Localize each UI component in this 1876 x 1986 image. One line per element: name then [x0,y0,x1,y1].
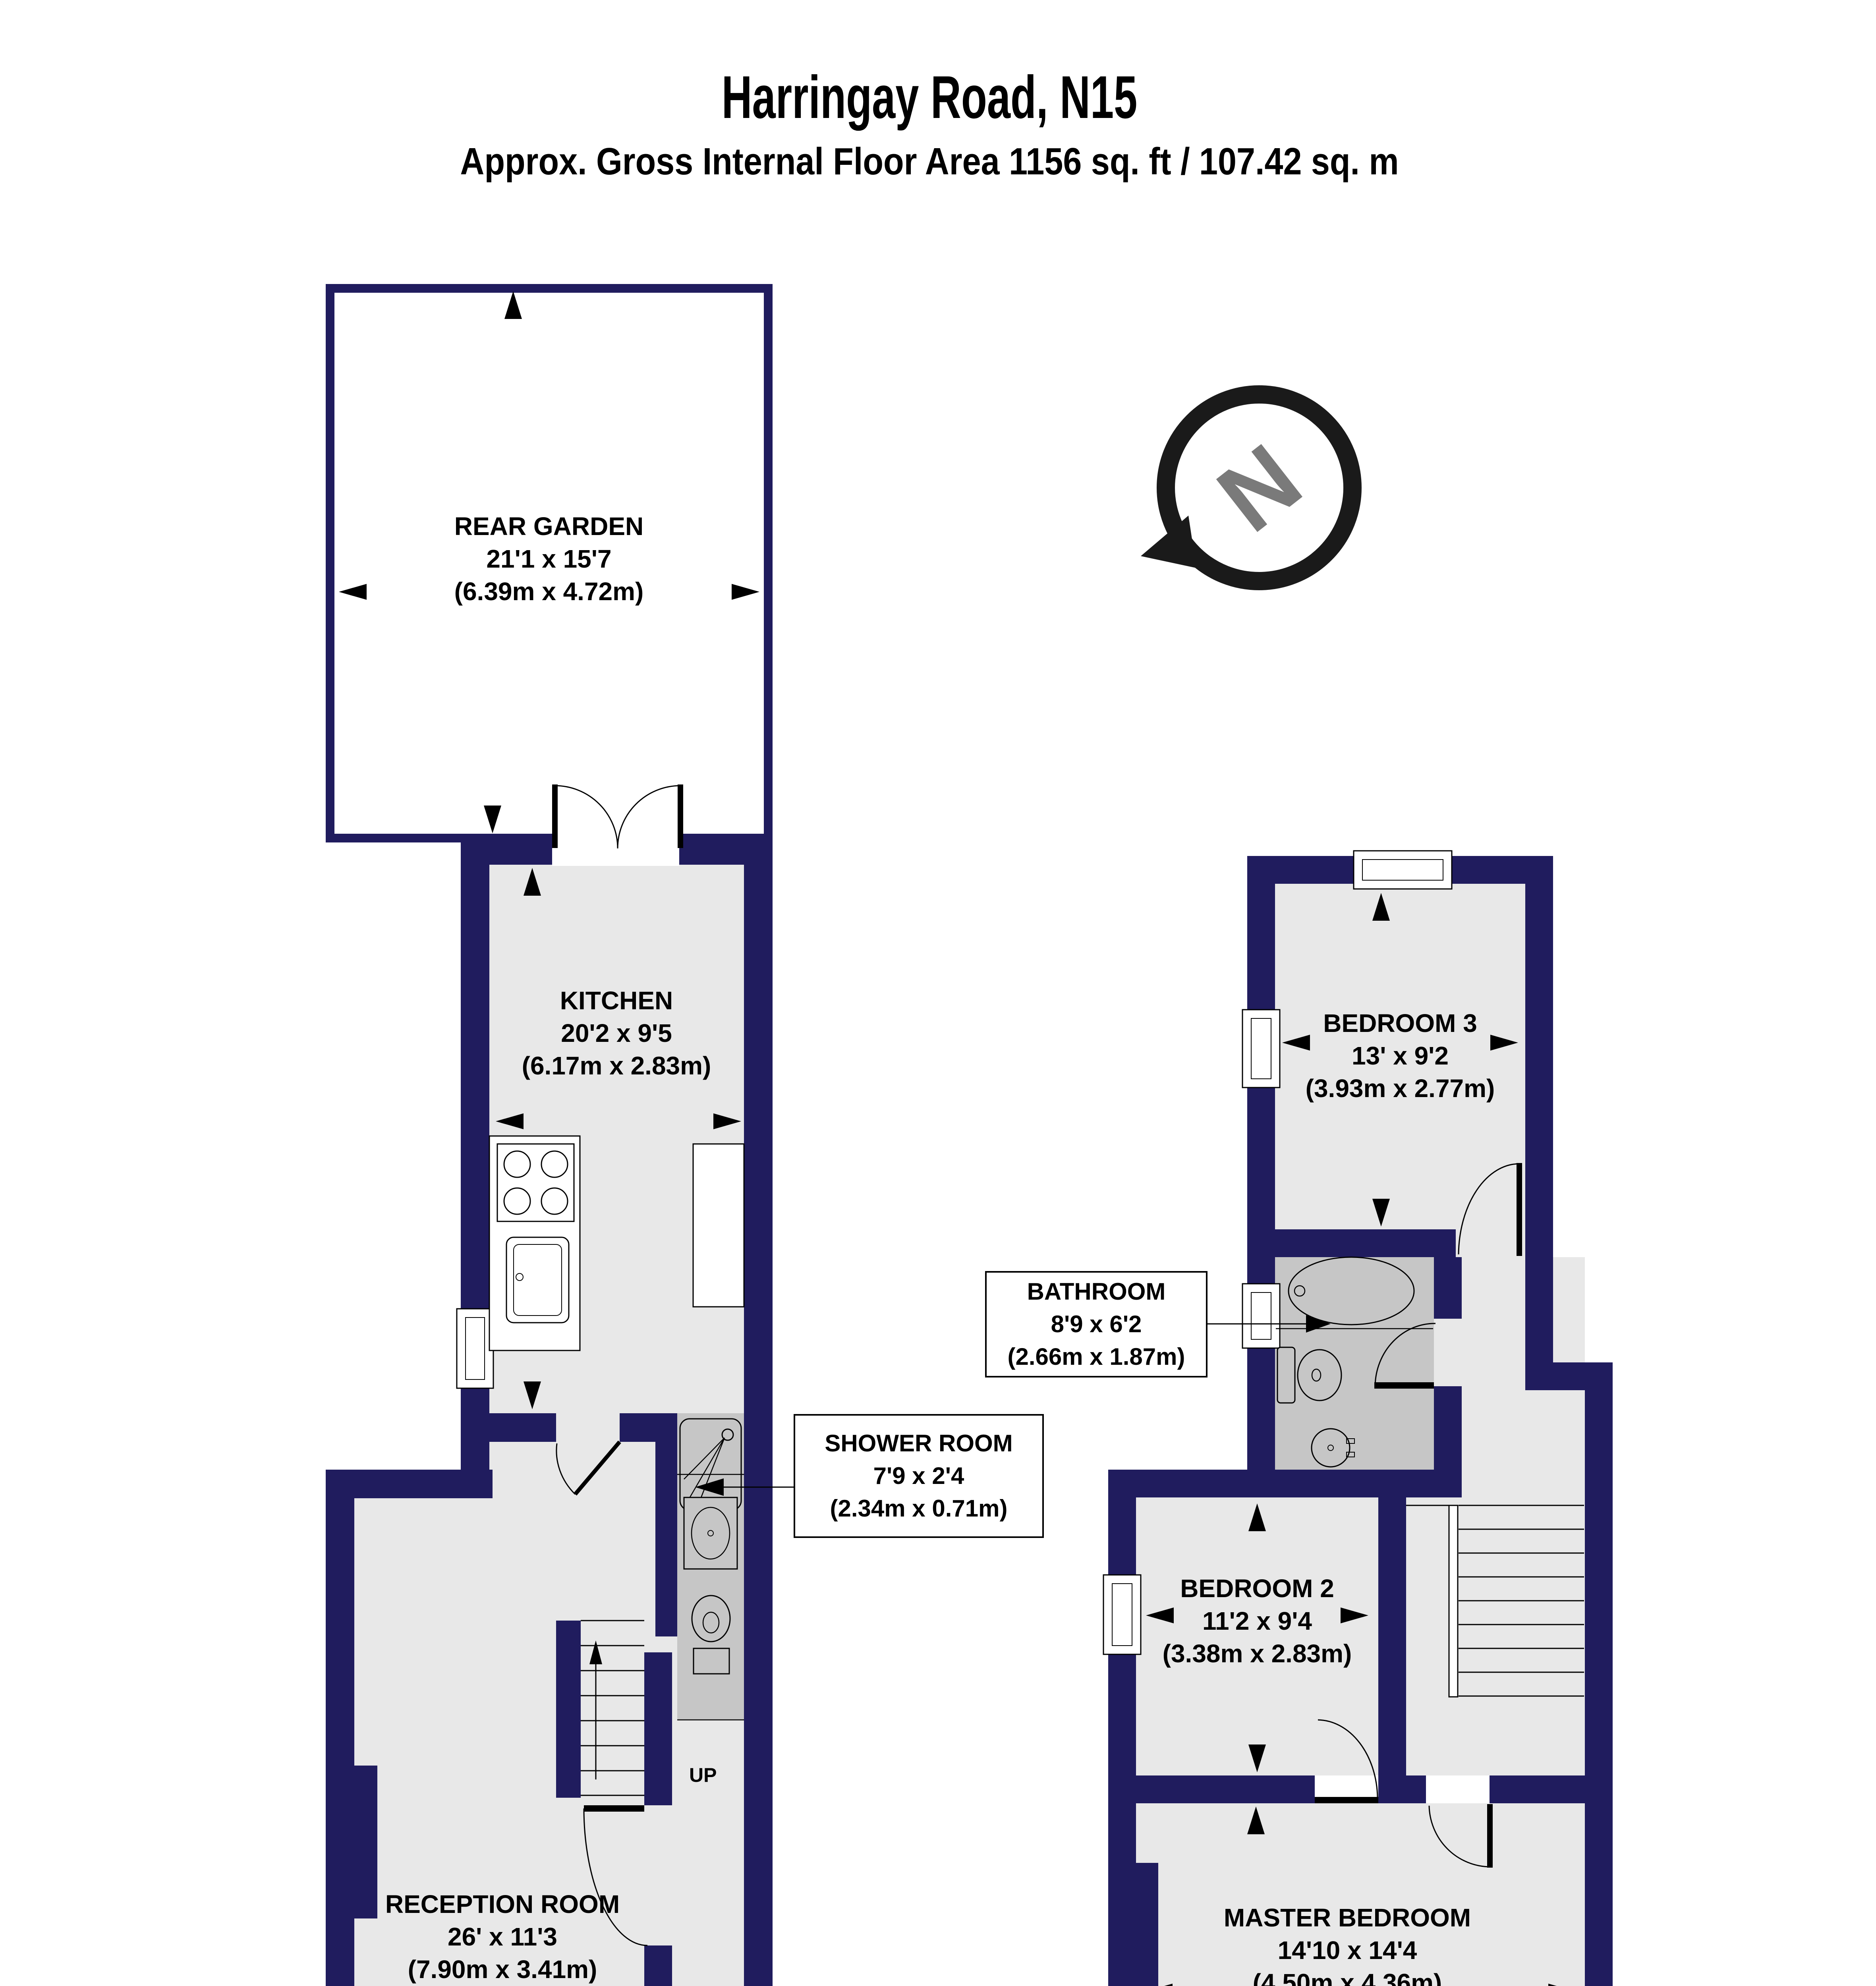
master-door [1428,1804,1493,1868]
room-name: REAR GARDEN [454,512,644,541]
room-dims-ft: 26' x 11'3 [447,1922,558,1951]
bedroom3-label: BEDROOM 3 13' x 9'2 (3.93m x 2.77m) [1306,1007,1495,1105]
stairs-up-label: UP [689,1764,717,1786]
ground-floor-plan [326,284,794,1986]
compass-icon [1141,385,1362,590]
room-dims-m: (4.50m x 4.36m) [1252,1969,1442,1986]
room-dims-m: (3.38m x 2.83m) [1162,1639,1352,1668]
hob-icon [497,1143,575,1222]
kitchen-sink-icon [506,1236,570,1323]
room-dims-m: (3.93m x 2.77m) [1305,1074,1495,1103]
room-dims-ft: 11'2 x 9'4 [1202,1607,1312,1635]
reception-room-label: RECEPTION ROOM 26' x 11'3 (7.90m x 3.41m… [385,1888,620,1986]
bathroom-toilet-icon [1277,1347,1342,1404]
bedroom2-window [1103,1574,1142,1655]
ground-floor-walls [326,1413,773,1986]
room-dims-ft: 13' x 9'2 [1352,1041,1449,1070]
bathroom-callout-leader [1208,1315,1331,1333]
shower-tray-icon [679,1418,742,1511]
rear-garden-outline [326,284,773,842]
shower-sink-icon [683,1497,738,1570]
first-floor-dim-arrows [1146,893,1557,1986]
room-dims-m: (6.39m x 4.72m) [454,577,644,606]
first-floor-plan [1103,850,1613,1986]
bathtub-icon [1288,1256,1415,1325]
room-dims-m: (2.66m x 1.87m) [1007,1343,1185,1370]
bedroom2-door [1315,1719,1378,1803]
bathroom-window [1242,1283,1281,1349]
french-doors [552,784,683,866]
ground-floor-stairs [581,1620,644,1796]
bedroom3-side-window [1242,1009,1281,1088]
room-dims-ft: 8'9 x 6'2 [1051,1311,1142,1337]
bedroom3-door [1458,1163,1522,1256]
shower-callout-leader [695,1478,794,1496]
shower-toilet-icon [691,1595,731,1675]
hall-door [583,1805,648,1946]
ground-floor-dim-arrows [339,291,759,1409]
room-dims-ft: 20'2 x 9'5 [561,1019,672,1047]
room-name: BEDROOM 3 [1323,1009,1477,1037]
first-floor-stairs [1406,1505,1584,1698]
bathroom-door [1374,1323,1436,1389]
page-subtitle: Approx. Gross Internal Floor Area 1156 s… [460,140,1399,183]
shower-room-callout: SHOWER ROOM 7'9 x 2'4 (2.34m x 0.71m) [794,1414,1044,1538]
bedroom3-top-window [1353,850,1453,890]
room-name: BATHROOM [1027,1278,1166,1305]
room-name: SHOWER ROOM [825,1430,1013,1457]
master-bedroom-label: MASTER BEDROOM 14'10 x 14'4 (4.50m x 4.3… [1224,1901,1471,1986]
room-dims-ft: 14'10 x 14'4 [1277,1936,1417,1965]
bathroom-sink-icon [1311,1428,1355,1468]
kitchen-label: KITCHEN 20'2 x 9'5 (6.17m x 2.83m) [522,984,711,1082]
kitchen-door [556,1413,621,1496]
room-name: BEDROOM 2 [1180,1574,1334,1603]
room-dims-ft: 7'9 x 2'4 [873,1462,964,1489]
room-dims-m: (2.34m x 0.71m) [830,1495,1008,1522]
room-dims-m: (6.17m x 2.83m) [522,1051,711,1080]
bathroom-callout: BATHROOM 8'9 x 6'2 (2.66m x 1.87m) [985,1271,1208,1377]
room-name: RECEPTION ROOM [385,1890,620,1918]
kitchen-window [456,1308,494,1389]
room-dims-ft: 21'1 x 15'7 [486,545,612,573]
rear-garden-label: REAR GARDEN 21'1 x 15'7 (6.39m x 4.72m) [454,510,644,608]
room-name: MASTER BEDROOM [1223,1903,1471,1932]
room-name: KITCHEN [560,986,673,1015]
bedroom2-label: BEDROOM 2 11'2 x 9'4 (3.38m x 2.83m) [1163,1572,1352,1670]
room-dims-m: (7.90m x 3.41m) [408,1955,597,1984]
page-title: Harringay Road, N15 [721,64,1138,131]
